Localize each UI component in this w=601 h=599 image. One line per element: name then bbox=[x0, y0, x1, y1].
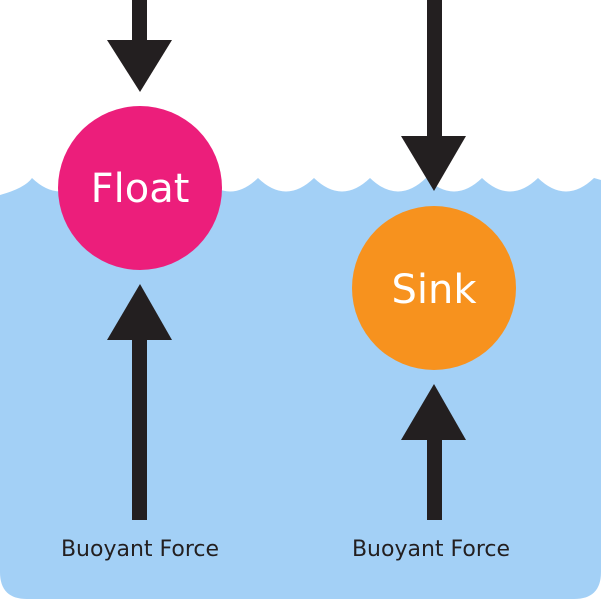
float-label: Float bbox=[91, 166, 190, 212]
float-object: Float bbox=[58, 106, 222, 270]
sink-weight-arrow bbox=[401, 0, 466, 191]
sink-buoyant-force-label: Buoyant Force bbox=[352, 537, 510, 562]
float-ball bbox=[58, 106, 222, 270]
sink-label: Sink bbox=[391, 267, 477, 313]
float-weight-arrow bbox=[107, 0, 172, 92]
float-buoyant-force-arrow bbox=[107, 284, 172, 520]
float-buoyant-force-label: Buoyant Force bbox=[61, 537, 219, 562]
sink-buoyant-force-arrow bbox=[401, 384, 466, 520]
sink-ball bbox=[352, 206, 516, 370]
sink-object: Sink bbox=[352, 206, 516, 370]
